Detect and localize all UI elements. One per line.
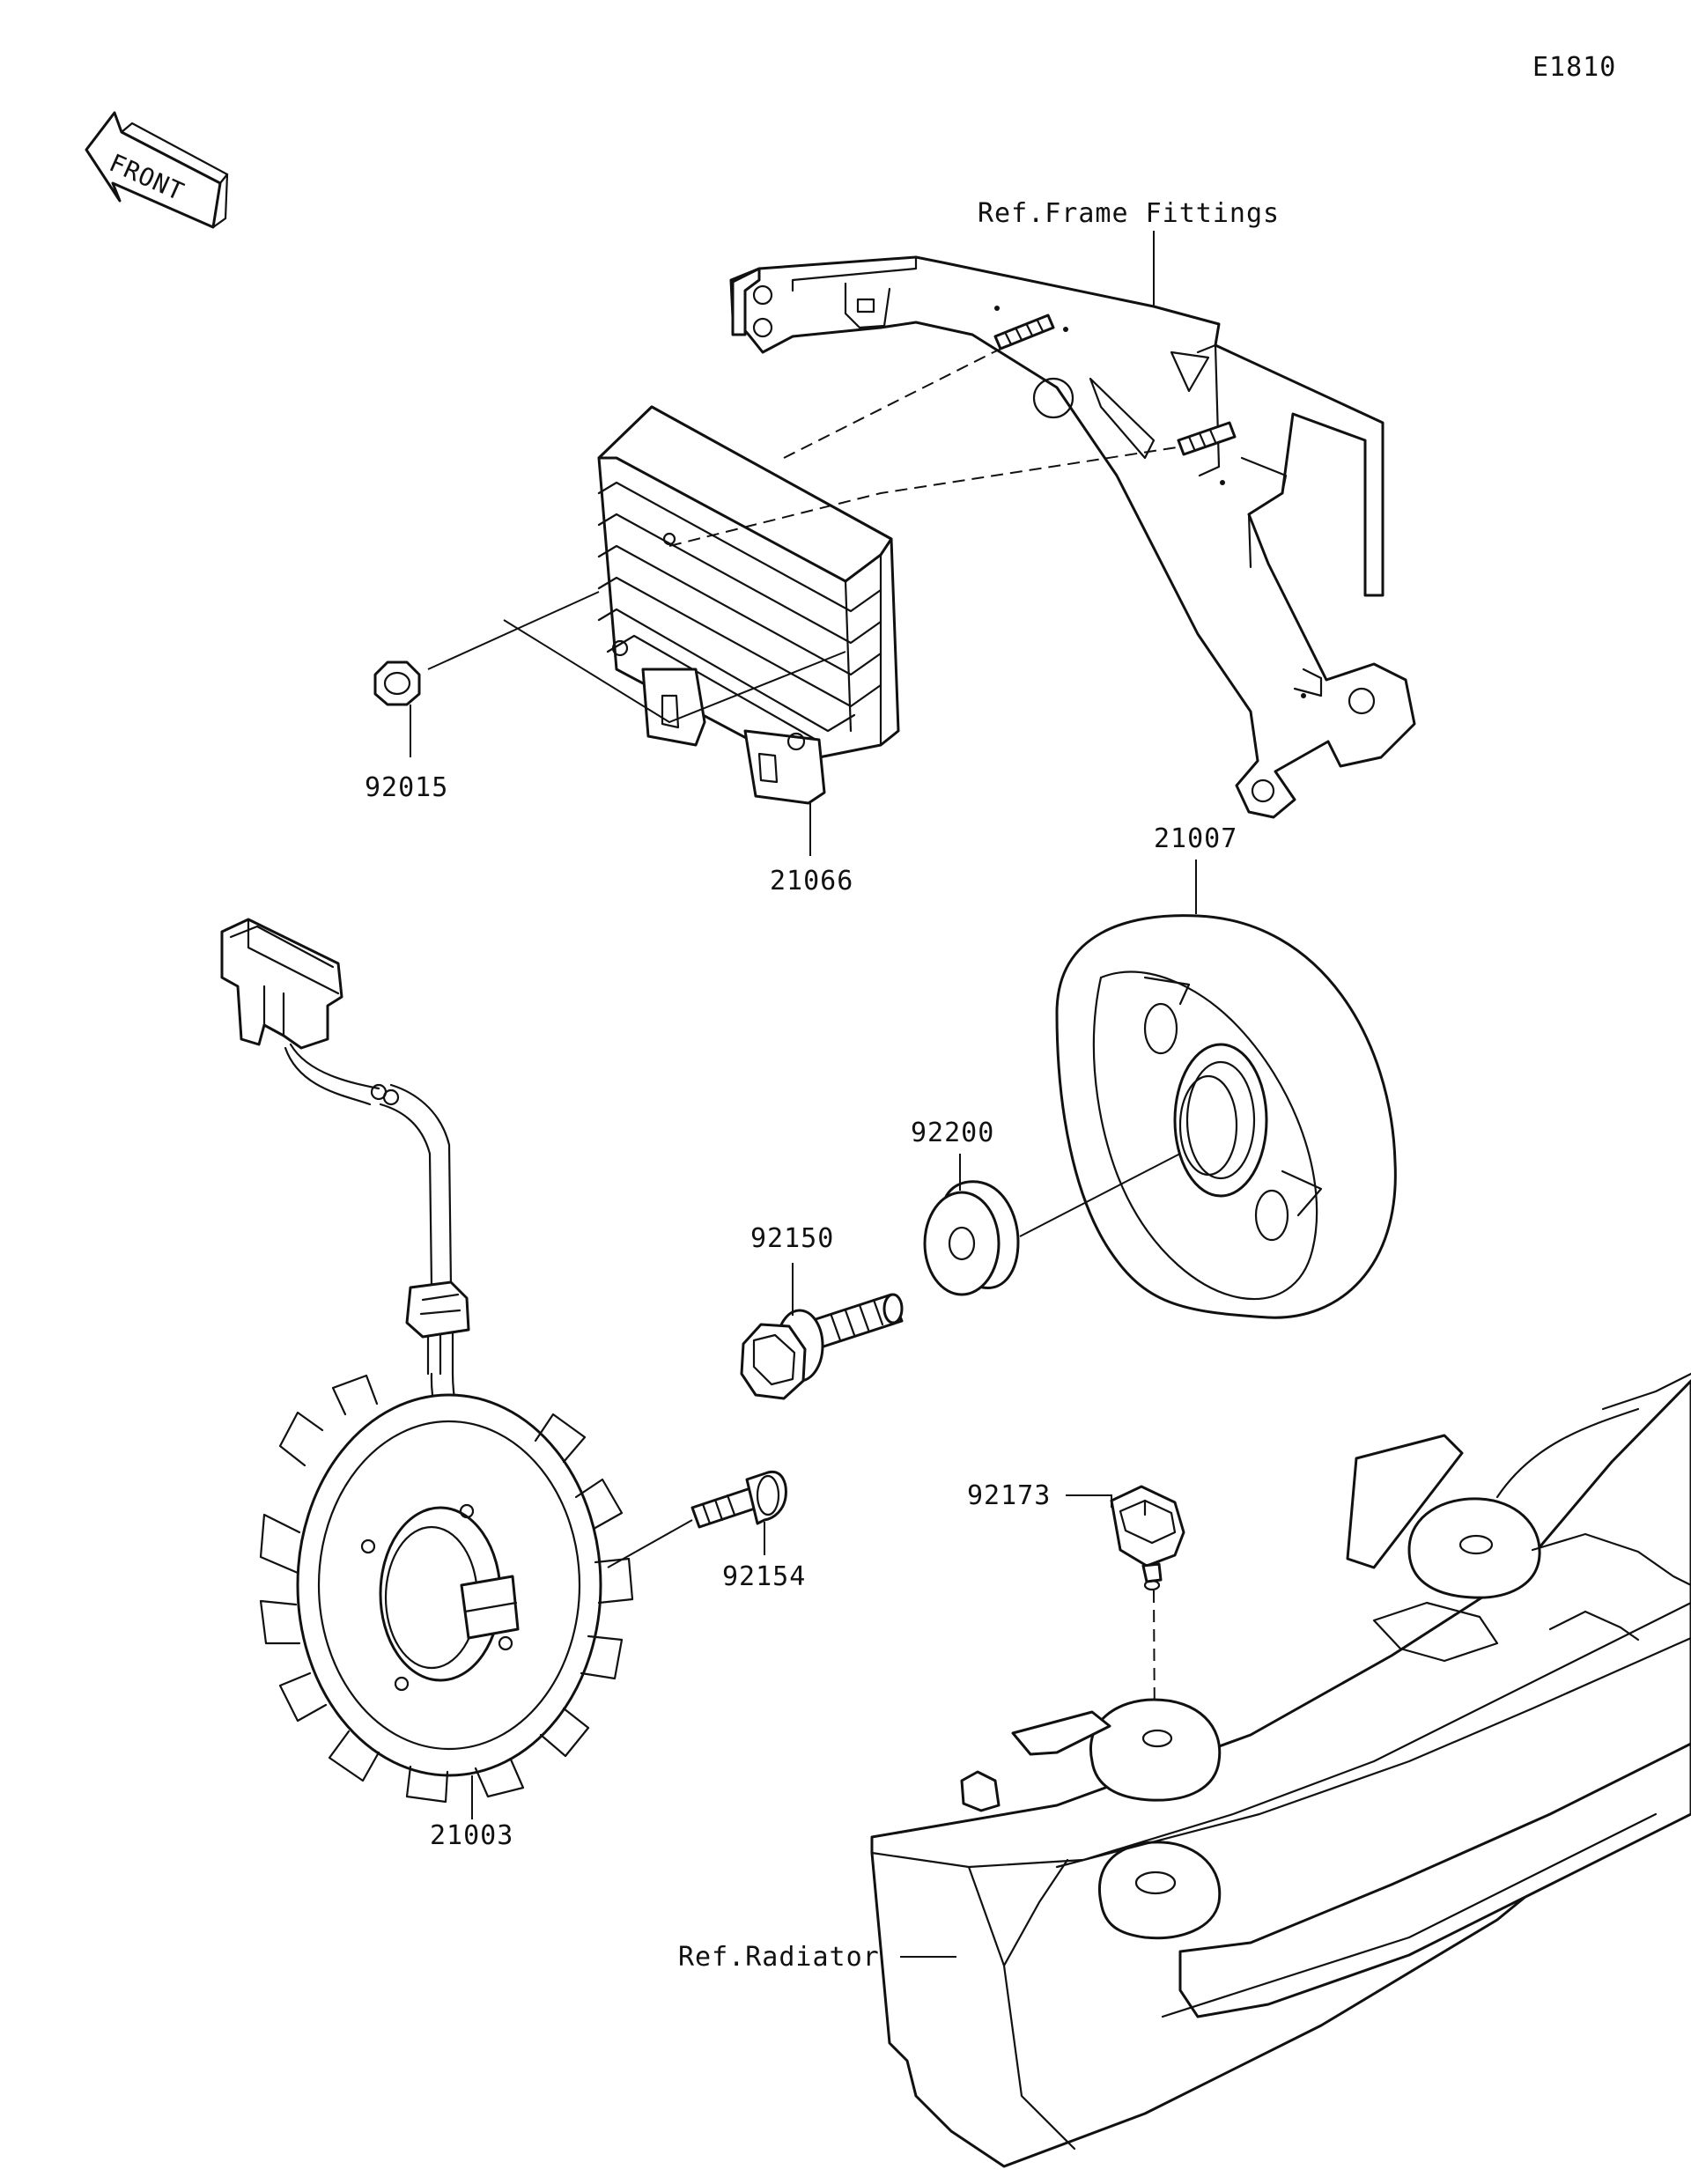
frame-bracket (729, 255, 1416, 819)
part-label-92173: 92173 (967, 1480, 1051, 1511)
radiator-shroud (870, 1372, 1691, 2168)
part-label-92154: 92154 (722, 1561, 806, 1592)
part-label-92015: 92015 (365, 772, 448, 803)
rotor-axis-line (1019, 1153, 1181, 1237)
washer-92200 (923, 1180, 1020, 1296)
regulator-mount-line-middle (668, 446, 1178, 547)
sensor-92173 (1110, 1485, 1185, 1591)
ref-frame-fittings-label: Ref.Frame Fittings (978, 198, 1280, 229)
rotor-flywheel (1055, 914, 1397, 1319)
part-label-21003: 21003 (430, 1820, 513, 1851)
diagram-id: E1810 (1532, 52, 1616, 83)
sensor-leader (1066, 1494, 1112, 1508)
stator-coil (220, 918, 634, 1804)
part-label-21007: 21007 (1154, 823, 1237, 854)
socket-bolt-92154 (690, 1470, 787, 1529)
flange-nut-92015 (373, 660, 421, 706)
part-label-21066: 21066 (770, 866, 853, 896)
nut-leader (427, 591, 600, 670)
part-label-92200: 92200 (911, 1118, 994, 1148)
regulator-mount-line-upper (783, 351, 994, 459)
regulator-rectifier (597, 405, 900, 805)
front-arrow-icon: FRONT (85, 111, 229, 229)
flange-bolt-92150 (740, 1293, 904, 1400)
ref-radiator-label: Ref.Radiator (678, 1942, 880, 1973)
part-label-92150: 92150 (750, 1223, 834, 1254)
